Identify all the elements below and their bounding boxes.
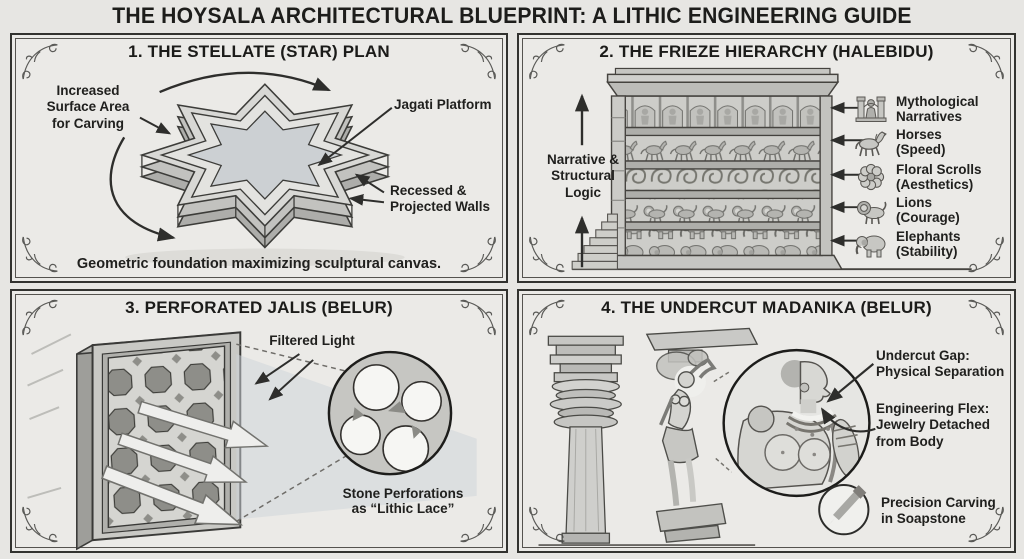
corner-flourish-icon <box>525 503 567 545</box>
elephant-icon <box>853 229 889 259</box>
stellate-caption: Geometric foundation maximizing sculptur… <box>76 256 442 272</box>
madanika-heading: 4. THE UNDERCUT MADANIKA (BELUR) <box>601 298 932 317</box>
stellate-star-illustration <box>109 71 405 267</box>
jali-screen-illustration <box>27 331 477 551</box>
deity-shrine-icon <box>853 94 889 124</box>
madanika-sculpture-illustration <box>538 327 876 546</box>
frieze-item-label: Elephants (Stability) <box>896 228 961 259</box>
label-undercut-gap: Undercut Gap: Physical Separation <box>876 348 1005 380</box>
light-ray-arrows <box>100 400 270 526</box>
lion-icon <box>853 195 889 225</box>
lathe-turned-pillar <box>547 335 624 544</box>
panel-perforated-jalis: 3. PERFORATED JALIS (BELUR) <box>10 289 508 553</box>
horse-icon <box>853 127 889 157</box>
label-filtered-light: Filtered Light <box>269 333 355 348</box>
chisel-icon <box>818 484 870 536</box>
frieze-legend-item: Lions (Courage) <box>853 193 1011 227</box>
frieze-item-label: Mythological Narratives <box>896 93 979 124</box>
corner-flourish-icon <box>525 233 567 275</box>
label-engineering-flex: Engineering Flex: Jewelry Detached from … <box>876 401 991 449</box>
page-title: THE HOYSALA ARCHITECTURAL BLUEPRINT: A L… <box>112 3 912 28</box>
panel-stellate-plan: 1. THE STELLATE (STAR) PLAN <box>10 33 508 283</box>
frieze-item-label: Floral Scrolls (Aesthetics) <box>896 161 982 192</box>
label-increased-surface-area: Increased Surface Area for Carving <box>46 83 130 131</box>
frieze-legend-item: Elephants (Stability) <box>853 227 1011 261</box>
madanika-magnifier-circle <box>722 348 871 498</box>
panel-undercut-madanika: 4. THE UNDERCUT MADANIKA (BELUR) <box>517 289 1016 553</box>
label-precision-carving: Precision Carving in Soapstone <box>881 495 996 527</box>
floral-rosette-icon <box>853 162 889 192</box>
jali-magnifier-circle <box>327 350 453 476</box>
frieze-item-label: Horses (Speed) <box>896 126 946 157</box>
frieze-temple-illustration <box>571 67 972 271</box>
corner-flourish-icon <box>18 503 60 545</box>
panel-frieze-hierarchy: 2. THE FRIEZE HIERARCHY (HALEBIDU) <box>517 33 1016 283</box>
label-jagati-platform: Jagati Platform <box>394 97 492 112</box>
frieze-legend-item: Horses (Speed) <box>853 125 1011 159</box>
frieze-heading: 2. THE FRIEZE HIERARCHY (HALEBIDU) <box>599 42 934 61</box>
frieze-item-label: Lions (Courage) <box>896 194 960 225</box>
frieze-legend-item: Floral Scrolls (Aesthetics) <box>853 160 1011 194</box>
jalis-heading: 3. PERFORATED JALIS (BELUR) <box>125 298 393 317</box>
stellate-heading: 1. THE STELLATE (STAR) PLAN <box>128 42 390 61</box>
label-narrative-structural-logic: Narrative & Structural Logic <box>546 152 620 200</box>
frieze-legend-item: Mythological Narratives <box>853 92 1011 126</box>
label-recessed-projected-walls: Recessed & Projected Walls <box>390 183 491 215</box>
jalis-caption: Stone Perforations as “Lithic Lace” <box>342 486 464 516</box>
madanika-figure <box>655 349 727 543</box>
